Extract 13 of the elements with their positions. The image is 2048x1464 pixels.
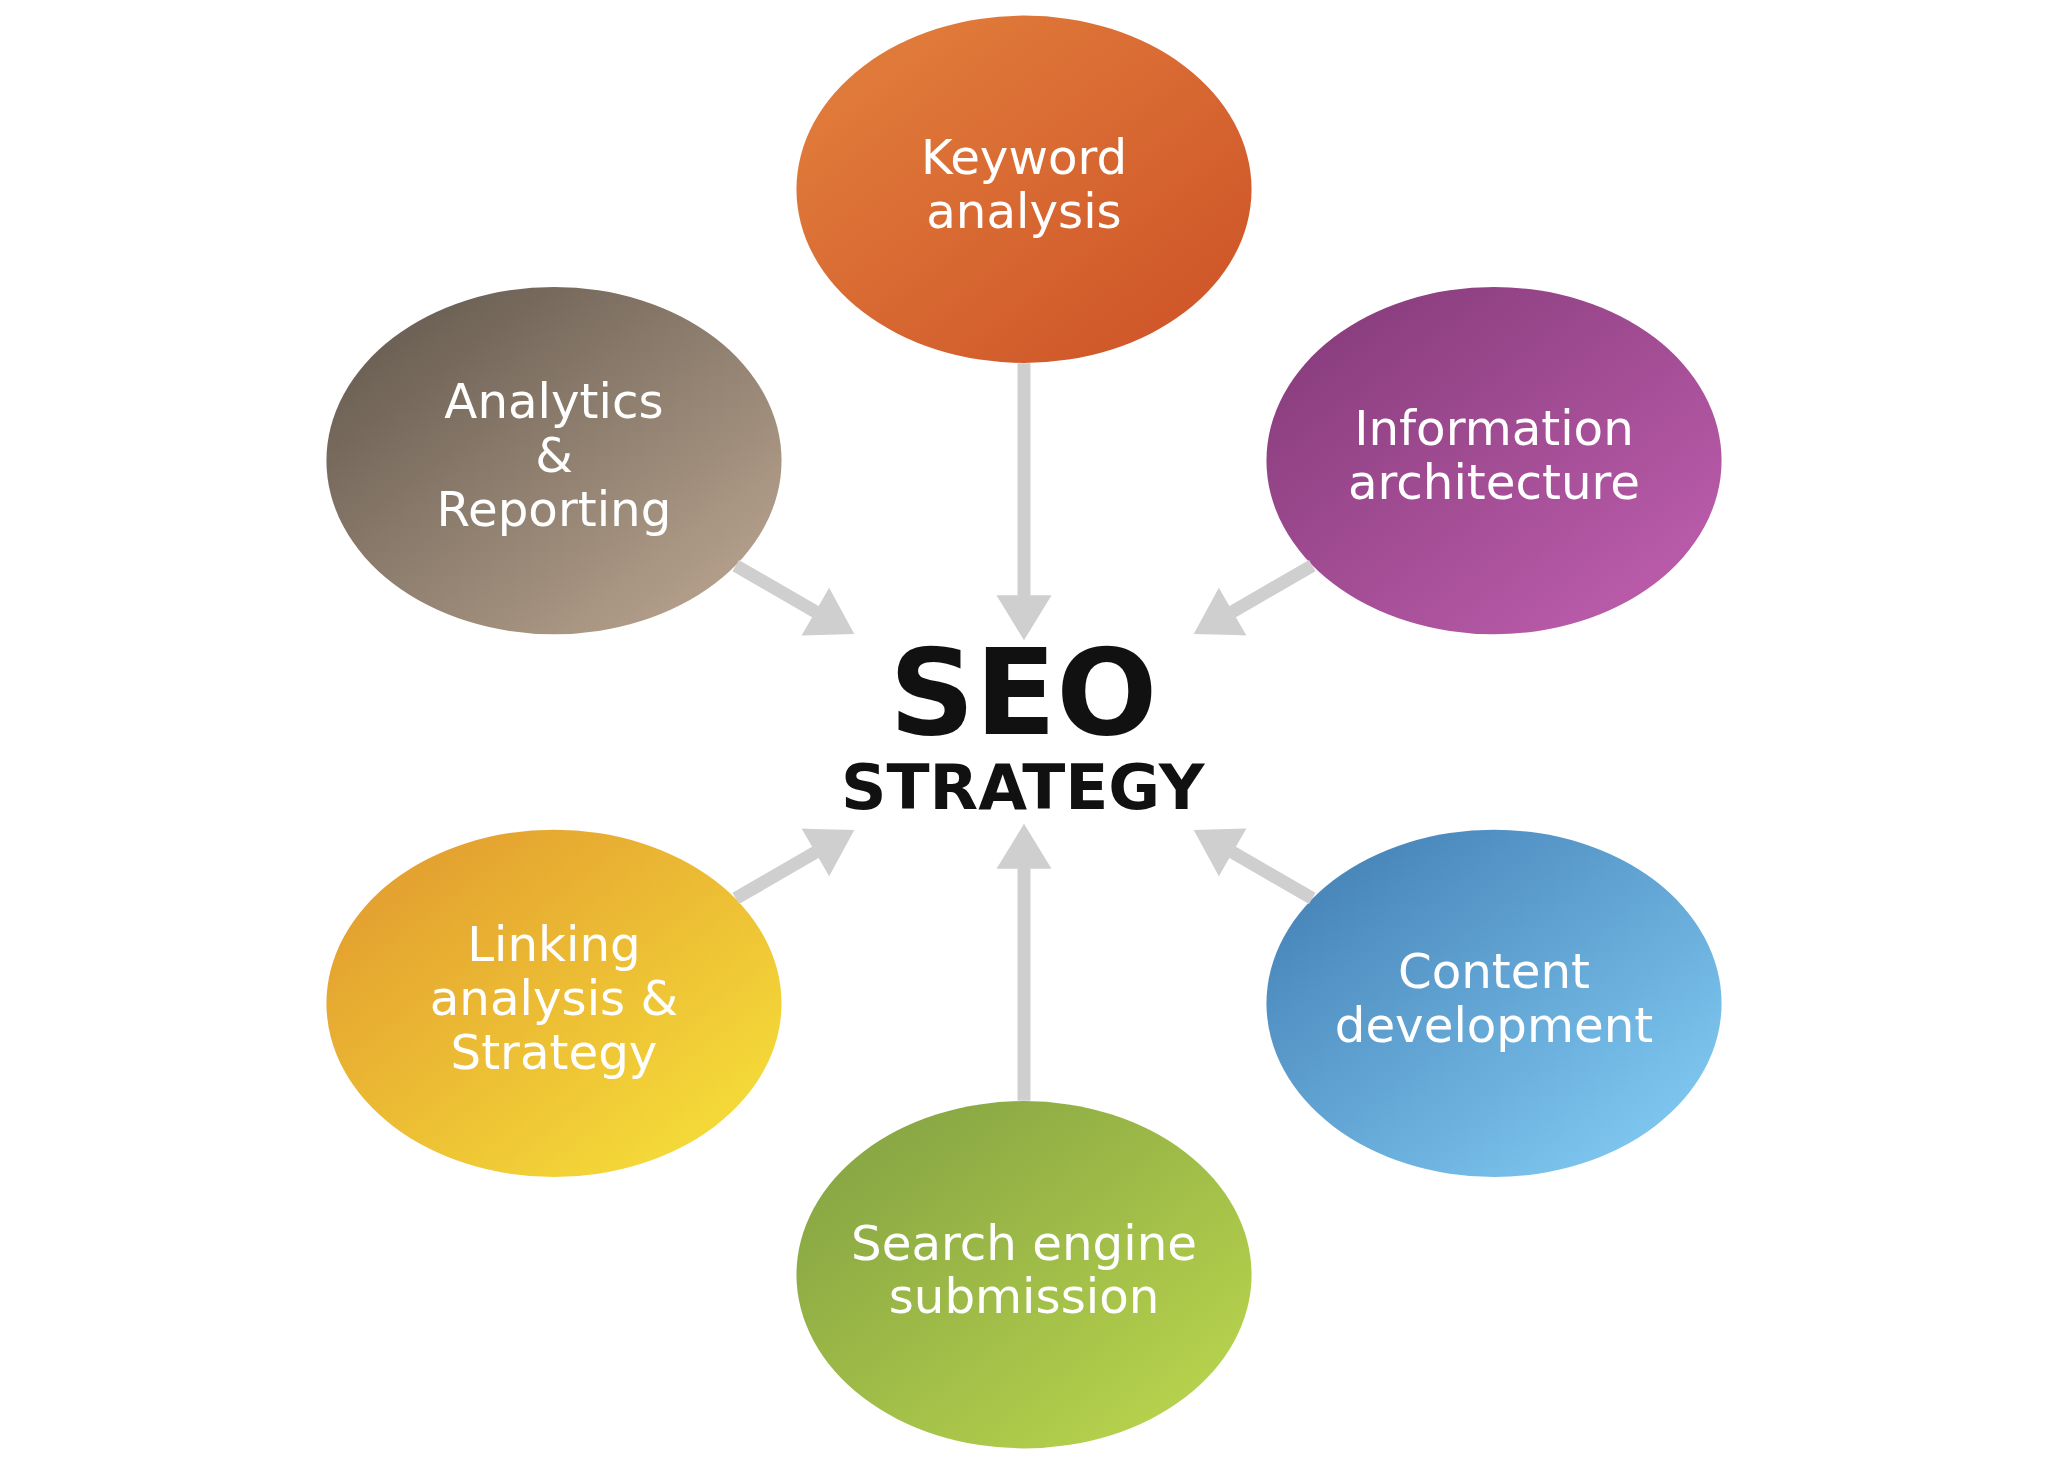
node-ellipse: Information architecture bbox=[1266, 286, 1722, 635]
node-ellipse: Linking analysis & Strategy bbox=[326, 829, 782, 1178]
node-ellipse: Search engine submission bbox=[796, 1101, 1252, 1449]
arrow bbox=[996, 823, 1052, 1101]
arrow bbox=[732, 828, 855, 905]
node-ellipse: Content development bbox=[1266, 829, 1722, 1178]
node-ellipse: Analytics & Reporting bbox=[326, 286, 782, 635]
arrow bbox=[1193, 828, 1316, 905]
arrow bbox=[996, 363, 1052, 641]
node-text: SEO STRATEGY bbox=[841, 624, 1205, 824]
arrow bbox=[732, 559, 855, 636]
node-ellipse: Keyword analysis bbox=[796, 15, 1252, 363]
arrow bbox=[1193, 559, 1316, 636]
